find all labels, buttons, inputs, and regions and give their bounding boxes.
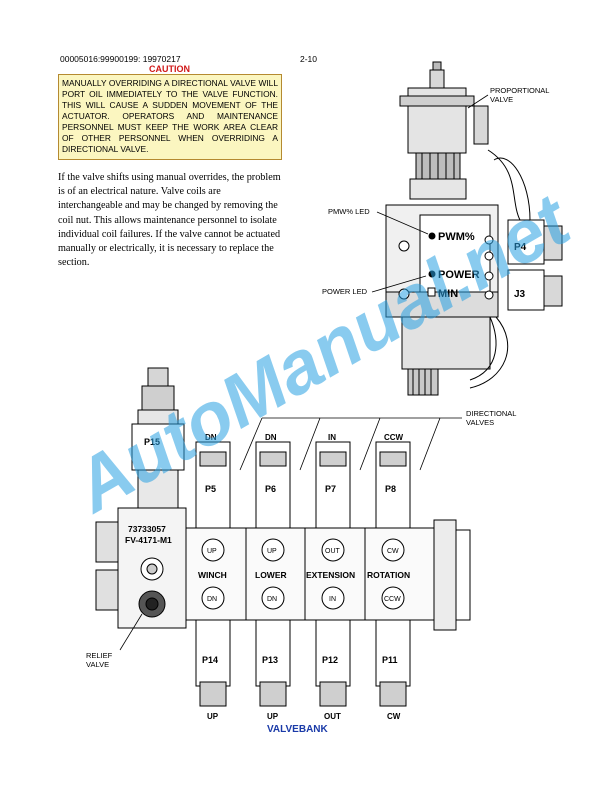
section-3-name: EXTENSION: [306, 570, 355, 580]
section-1-btn-dn: DN: [207, 596, 217, 603]
model-number: FV-4171-M1: [125, 535, 172, 545]
p4-label: P4: [514, 242, 527, 253]
valvebank-title: VALVEBANK: [267, 724, 328, 735]
section-3-bottom: OUT: [324, 712, 341, 721]
section-4-bottom: CW: [387, 712, 401, 721]
power-label: POWER: [438, 269, 480, 281]
caution-box: MANUALLY OVERRIDING A DIRECTIONAL VALVE …: [58, 74, 282, 160]
section-coils: [195, 441, 411, 707]
override-buttons: [201, 538, 405, 610]
proportional-valve: [385, 61, 563, 396]
section-4-name: ROTATION: [367, 570, 410, 580]
section-2-top-plug: P6: [265, 484, 276, 494]
section-1-top: DN: [205, 433, 217, 442]
pwm-led-callout: PMW% LED: [328, 207, 370, 216]
section-4-btn-dn: CCW: [384, 596, 401, 603]
section-4-top: CCW: [384, 433, 404, 442]
caution-text: MANUALLY OVERRIDING A DIRECTIONAL VALVE …: [62, 78, 278, 154]
section-2-top: DN: [265, 433, 277, 442]
section-4-btn-up: CW: [387, 548, 399, 555]
section-1-btn-up: UP: [207, 548, 217, 555]
min-label: MIN: [438, 288, 458, 300]
section-1-bottom: UP: [207, 712, 219, 721]
section-4-bottom-plug: P11: [382, 655, 398, 665]
power-led-callout: POWER LED: [322, 287, 368, 296]
page-number: 2-10: [300, 54, 318, 64]
section-3-top: IN: [328, 433, 336, 442]
section-1-bottom-plug: P14: [202, 655, 218, 665]
section-3-top-plug: P7: [325, 484, 336, 494]
section-3-btn-dn: IN: [329, 596, 336, 603]
section-3-btn-up: OUT: [325, 548, 341, 555]
p15-label: P15: [144, 437, 160, 447]
section-3-bottom-plug: P12: [322, 655, 338, 665]
part-number: 73733057: [128, 524, 166, 534]
caution-title: CAUTION: [149, 64, 190, 74]
pwm-label: PWM%: [438, 231, 475, 243]
section-2-btn-up: UP: [267, 548, 277, 555]
section-4-top-plug: P8: [385, 484, 396, 494]
body-paragraph: If the valve shifts using manual overrid…: [58, 172, 281, 269]
section-2-btn-dn: DN: [267, 596, 277, 603]
valvebank: [95, 367, 471, 707]
j3-label: J3: [514, 289, 526, 300]
section-1-top-plug: P5: [205, 484, 216, 494]
section-2-bottom-plug: P13: [262, 655, 278, 665]
section-2-name: LOWER: [255, 570, 287, 580]
section-1-name: WINCH: [198, 570, 227, 580]
proportional-valve-text: PWM% POWER MIN P4 J3 PMW% LED POWER LED …: [322, 86, 549, 300]
document-id: 00005016:99900199: 19970217: [60, 54, 181, 64]
section-2-bottom: UP: [267, 712, 279, 721]
